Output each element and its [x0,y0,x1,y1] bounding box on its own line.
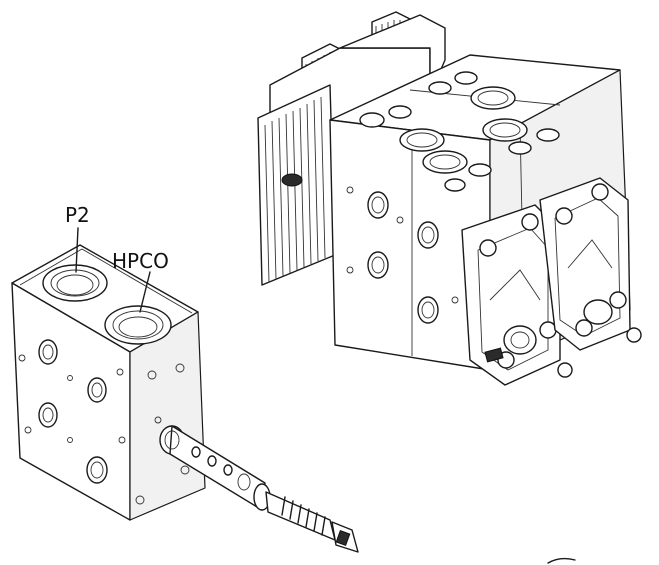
front-face-ports [18,339,126,484]
side-face-holes [135,363,190,505]
label-p2: P2 [65,203,90,227]
inlet-block [11,244,359,553]
actuator-connector [484,347,504,363]
stack-top-ports [359,71,560,192]
bottom-right-fragment [547,557,576,564]
hpco-port [104,305,172,345]
solenoid-finned-body [257,84,336,286]
stack-front-ports [346,186,459,324]
label-hpco: HPCO [112,249,169,273]
hpco-leader [139,271,151,313]
actuator-cap-rear [539,177,631,351]
actuator-cap-front [461,204,561,386]
spool [159,425,359,553]
p2-port [42,264,108,302]
p2-leader [75,227,79,273]
valve-assembly [257,11,642,386]
